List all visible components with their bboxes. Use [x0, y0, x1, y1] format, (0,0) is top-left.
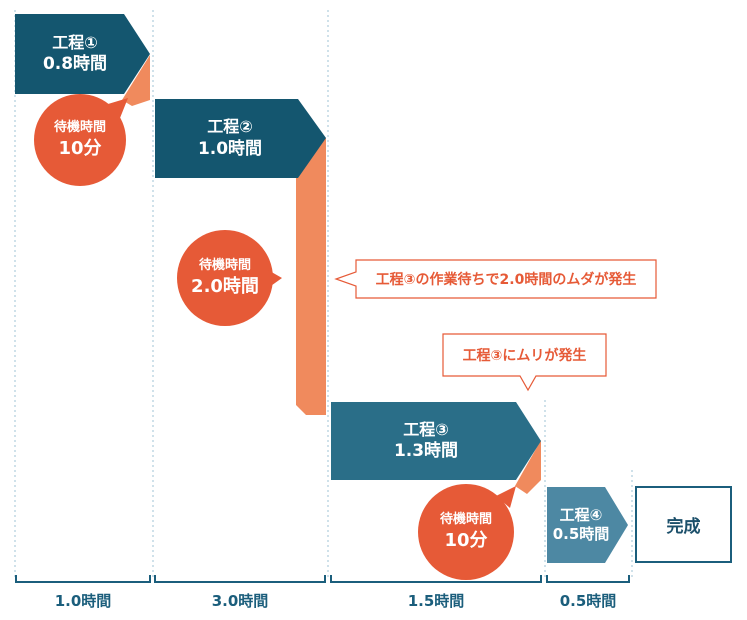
muda-callout-box — [334, 259, 657, 299]
timeline-label-3: 1.5時間 — [407, 592, 465, 610]
wait-circle-2 — [177, 230, 282, 326]
wait-circle-3 — [418, 484, 516, 580]
process-2: 工程② 1.0時間 — [155, 99, 305, 178]
process-arrow-2 — [155, 99, 326, 178]
process-2-label: 工程② — [207, 117, 253, 137]
process-arrow-3 — [331, 402, 541, 480]
process-arrow-4 — [547, 487, 628, 563]
muri-callout-text: 工程③にムリが発生 — [462, 348, 587, 364]
wait-3-value: 10分 — [444, 529, 488, 551]
wait-2-value: 2.0時間 — [191, 275, 259, 297]
process-2-time: 1.0時間 — [197, 138, 263, 159]
wait-3: 待機時間 10分 — [418, 484, 514, 580]
completion-box: 完成 — [635, 486, 732, 563]
process-3-label: 工程③ — [403, 419, 449, 439]
wait-1-label: 待機時間 — [53, 120, 106, 136]
timeline-label-4: 0.5時間 — [559, 592, 617, 610]
wait-bar-3 — [515, 440, 541, 494]
wait-3-label: 待機時間 — [439, 512, 492, 528]
wait-1-value: 10分 — [58, 137, 102, 159]
process-4-label: 工程④ — [559, 505, 603, 524]
wait-bar-1 — [122, 55, 150, 106]
timeline-brackets — [15, 575, 630, 583]
process-3: 工程③ 1.3時間 — [331, 402, 521, 480]
muda-callout-text: 工程③の作業待ちで2.0時間のムダが発生 — [375, 272, 637, 288]
process-4: 工程④ 0.5時間 — [547, 487, 615, 563]
process-1-time: 0.8時間 — [42, 54, 108, 75]
process-arrow-1 — [15, 14, 150, 94]
process-1: 工程① 0.8時間 — [15, 14, 135, 94]
process-4-time: 0.5時間 — [552, 525, 610, 543]
muri-callout-box — [442, 333, 607, 392]
wait-2-label: 待機時間 — [198, 258, 251, 274]
timeline-label-2: 3.0時間 — [211, 592, 269, 610]
column-dividers — [14, 10, 633, 580]
process-1-label: 工程① — [52, 32, 98, 52]
wait-1: 待機時間 10分 — [34, 94, 126, 186]
wait-2: 待機時間 2.0時間 — [177, 230, 273, 326]
wait-circle-1 — [34, 94, 128, 186]
wait-bar-2 — [296, 138, 326, 415]
timeline-label-1: 1.0時間 — [54, 592, 112, 610]
process-3-time: 1.3時間 — [393, 441, 459, 462]
